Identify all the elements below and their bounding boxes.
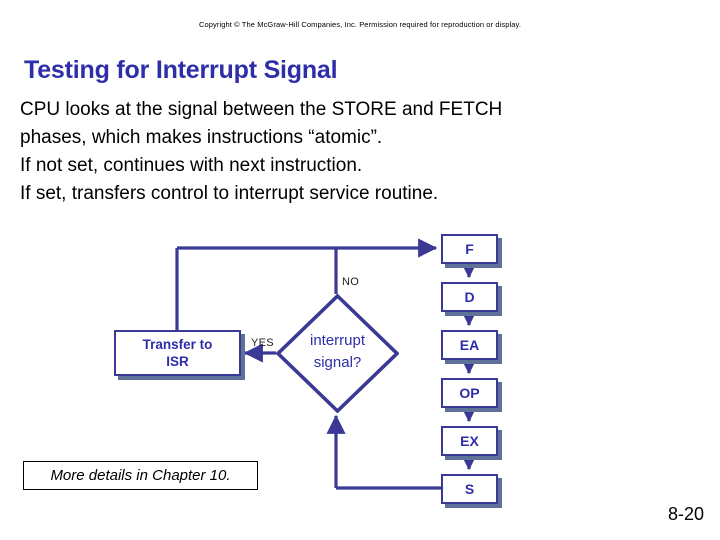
body-line-3: If not set, continues with next instruct… xyxy=(20,155,363,176)
body-line-2: phases, which makes instructions “atomic… xyxy=(20,127,383,148)
isr-label-line2: ISR xyxy=(166,354,189,369)
phase-box-label: D xyxy=(464,289,475,305)
phase-box-label: F xyxy=(465,241,474,257)
chapter-note-box: More details in Chapter 10. xyxy=(23,461,258,490)
phase-box-operand[interactable]: OP xyxy=(441,378,498,408)
edge-label-no: NO xyxy=(342,276,360,288)
phase-box-label: OP xyxy=(459,385,480,401)
phase-box-store[interactable]: S xyxy=(441,474,498,504)
body-line-4: If set, transfers control to interrupt s… xyxy=(20,183,439,204)
copyright-notice: Copyright © The McGraw-Hill Companies, I… xyxy=(198,20,522,29)
page-number: 8-20 xyxy=(667,504,704,524)
phase-box-label: EX xyxy=(460,433,479,449)
isr-label-line1: Transfer to xyxy=(142,337,213,352)
phase-box-label: S xyxy=(464,481,475,497)
edge-label-yes: YES xyxy=(251,337,274,349)
phase-box-fetch[interactable]: F xyxy=(441,234,498,264)
interrupt-signal-decision[interactable]: interrupt signal? xyxy=(276,294,399,413)
phase-box-label: EA xyxy=(459,337,480,353)
decision-label-line2: signal? xyxy=(313,354,362,371)
phase-box-decode[interactable]: D xyxy=(441,282,498,312)
body-text: CPU looks at the signal between the STOR… xyxy=(20,97,700,209)
diamond-shape xyxy=(276,294,399,413)
page-title: Testing for Interrupt Signal xyxy=(24,56,338,84)
decision-label-line1: interrupt xyxy=(309,332,366,349)
decision-label: interrupt signal? xyxy=(276,330,399,374)
phase-box-execute[interactable]: EX xyxy=(441,426,498,456)
phase-box-ea[interactable]: EA xyxy=(441,330,498,360)
body-line-1: CPU looks at the signal between the STOR… xyxy=(20,99,503,120)
transfer-to-isr-box[interactable]: Transfer to ISR xyxy=(114,330,241,376)
